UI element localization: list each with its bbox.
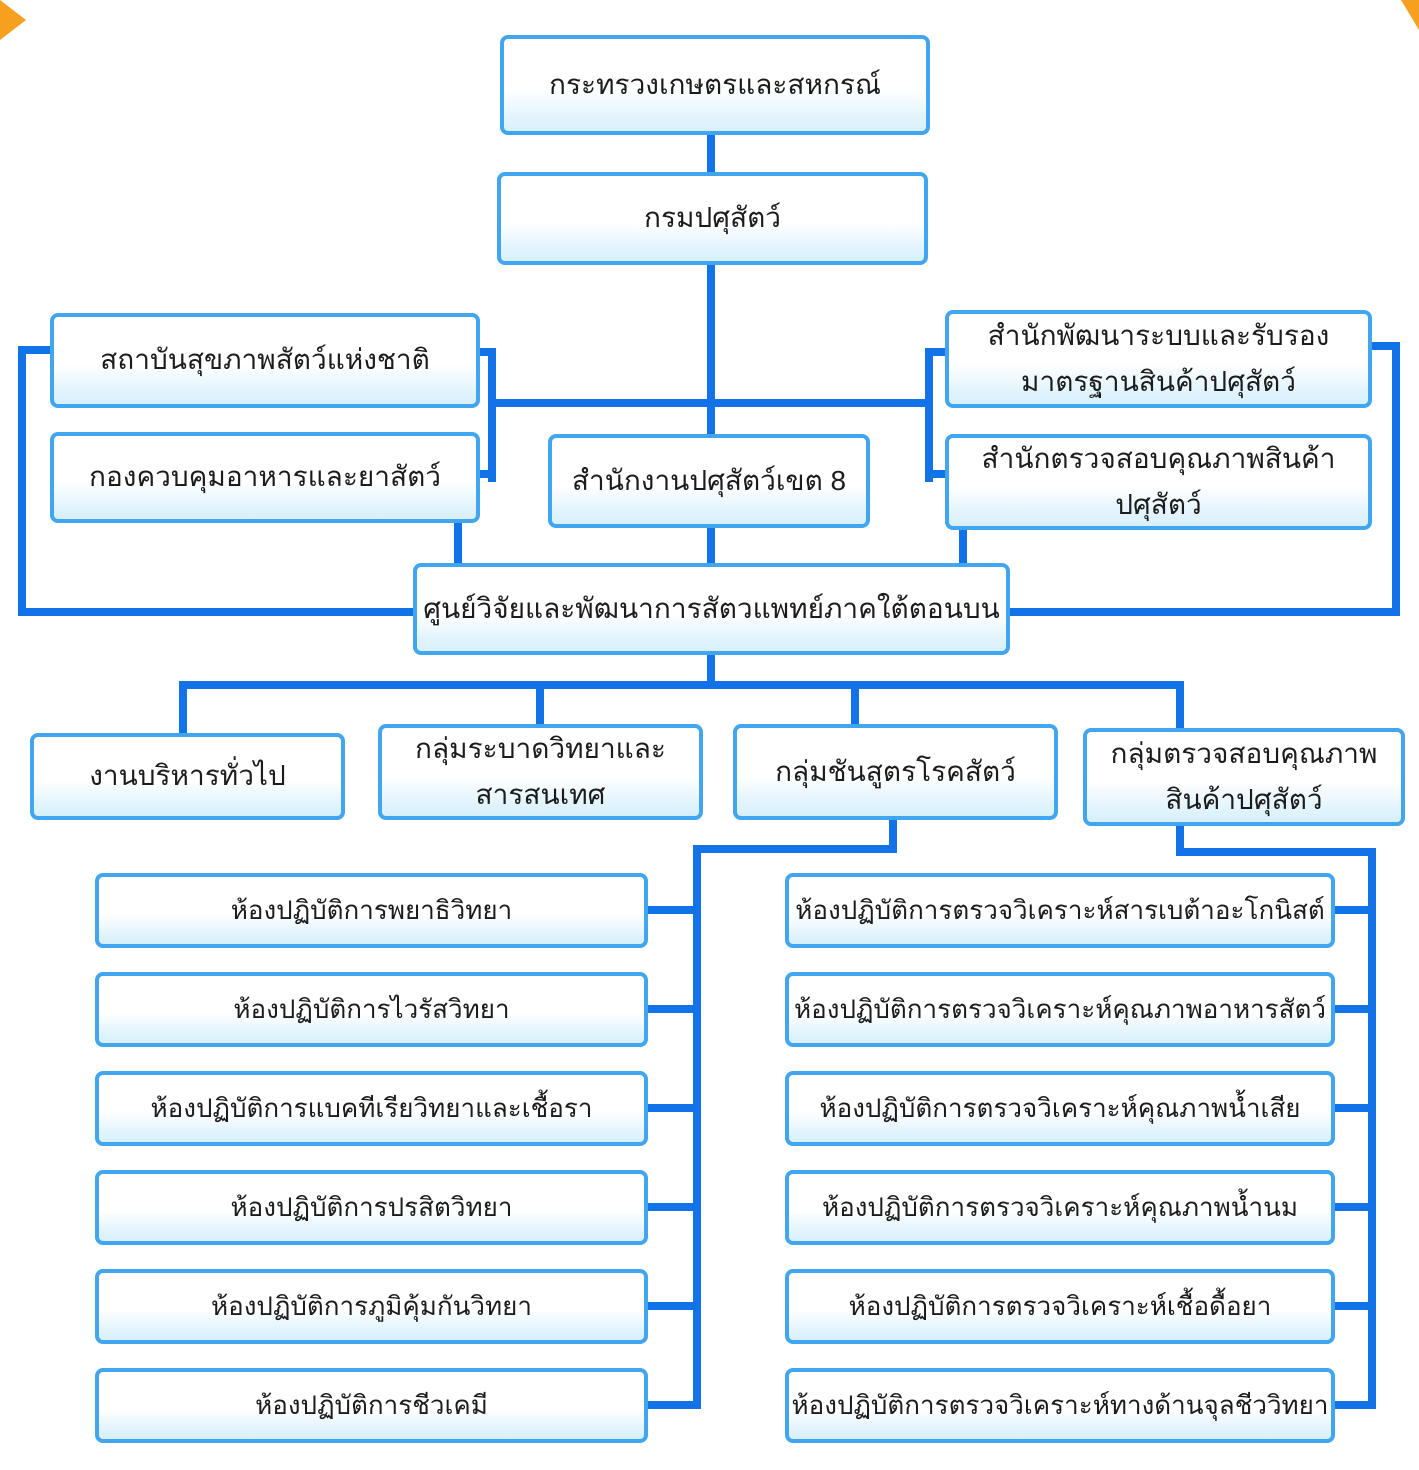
connector-drop-general: [179, 681, 187, 735]
connector-drop-diagnosis: [851, 681, 859, 726]
connector-farright-vertical: [1392, 342, 1400, 616]
node-lab-wastewater-quality: ห้องปฏิบัติการตรวจวิเคราะห์คุณภาพน้ำเสีย: [785, 1071, 1335, 1146]
orange-arrow-left-icon: [0, 0, 26, 40]
node-lab-feed-quality: ห้องปฏิบัติการตรวจวิเคราะห์คุณภาพอาหารสั…: [785, 972, 1335, 1047]
connector-ministry-dld: [707, 135, 715, 172]
node-diagnosis-group: กลุ่มชันสูตรโรคสัตว์: [733, 724, 1058, 820]
connector-rightlab-stub-1: [1333, 906, 1376, 914]
node-research-center: ศูนย์วิจัยและพัฒนาการสัตวแพทย์ภาคใต้ตอนบ…: [413, 563, 1010, 655]
connector-bqcl-center: [959, 528, 967, 565]
node-standards-bureau: สำนักพัฒนาระบบและรับรอง​มาตรฐานสินค้าปศุ…: [945, 310, 1372, 408]
connector-farleft-stub: [22, 346, 52, 354]
node-region8-office: สำนักงานปศุสัตว์เขต 8: [548, 434, 870, 528]
node-lab-drug-resistance: ห้องปฏิบัติการตรวจวิเคราะห์เชื้อดื้อยา: [785, 1269, 1335, 1344]
connector-diagnosis-down: [889, 818, 897, 853]
node-general-admin: งานบริหารทั่วไป: [30, 733, 345, 820]
connector-rightlab-stub-4: [1333, 1203, 1376, 1211]
connector-qc-elbow: [1176, 848, 1376, 856]
node-lab-bacteriology-mycology: ห้องปฏิบัติการแบคทีเรียวิทยาและเชื้อรา: [95, 1071, 648, 1146]
connector-drop-epi: [536, 681, 544, 726]
node-epidemiology-group: กลุ่มระบาดวิทยาและ​สารสนเทศ: [378, 724, 703, 820]
connector-farright-horizontal: [1008, 608, 1400, 616]
connector-qc-down: [1176, 824, 1184, 856]
connector-diagnosis-elbow: [693, 845, 897, 853]
connector-afvc-center: [454, 521, 462, 565]
connector-division-bar: [179, 681, 1184, 689]
connector-right-bracket-stub-bottom: [925, 470, 947, 478]
node-lab-virology: ห้องปฏิบัติการไวรัสวิทยา: [95, 972, 648, 1047]
connector-farleft-horizontal: [18, 608, 415, 616]
node-lab-beta-agonist: ห้องปฏิบัติการตรวจวิเคราะห์สารเบต้าอะโกน…: [785, 873, 1335, 948]
connector-drop-qc: [1176, 681, 1184, 730]
node-quality-inspection-bureau: สำนักตรวจสอบคุณภาพสินค้า​ปศุสัตว์: [945, 434, 1372, 530]
connector-rightlab-stub-2: [1333, 1005, 1376, 1013]
connector-farleft-vertical: [18, 346, 26, 616]
node-lab-microbiology: ห้องปฏิบัติการตรวจวิเคราะห์ทางด้านจุลชีว…: [785, 1368, 1335, 1443]
node-lab-immunology: ห้องปฏิบัติการภูมิคุ้มกันวิทยา: [95, 1269, 648, 1344]
node-ministry: กระทรวงเกษตรและสหกรณ์: [500, 35, 930, 135]
connector-leftlab-stub-1: [646, 906, 701, 914]
node-feed-drug-control: กองควบคุมอาหารและยาสัตว์: [50, 432, 480, 523]
connector-rightlab-stub-3: [1333, 1104, 1376, 1112]
connector-region8-center: [707, 526, 715, 565]
connector-leftlab-stub-5: [646, 1302, 701, 1310]
connector-leftlab-stub-3: [646, 1104, 701, 1112]
connector-left-bracket-stub-top: [476, 348, 496, 356]
connector-right-spine: [1368, 848, 1376, 1409]
connector-right-bracket-vertical: [925, 348, 933, 482]
connector-leftlab-stub-2: [646, 1005, 701, 1013]
connector-farright-stub: [1370, 342, 1400, 350]
connector-leftlab-stub-4: [646, 1203, 701, 1211]
node-lab-pathology: ห้องปฏิบัติการพยาธิวิทยา: [95, 873, 648, 948]
connector-center-bar: [707, 655, 715, 689]
connector-right-bracket-stub-top: [925, 348, 947, 356]
connector-left-bracket-stub-bottom: [476, 470, 496, 478]
connector-mid-horizontal: [488, 399, 933, 407]
node-lab-milk-quality: ห้องปฏิบัติการตรวจวิเคราะห์คุณภาพน้ำนม: [785, 1170, 1335, 1245]
node-lab-biochemistry: ห้องปฏิบัติการชีวเคมี: [95, 1368, 648, 1443]
connector-rightlab-stub-6: [1333, 1401, 1376, 1409]
node-dld: กรมปศุสัตว์: [497, 172, 928, 265]
connector-left-spine: [693, 845, 701, 1409]
connector-rightlab-stub-5: [1333, 1302, 1376, 1310]
node-lab-parasitology: ห้องปฏิบัติการปรสิตวิทยา: [95, 1170, 648, 1245]
connector-leftlab-stub-6: [646, 1401, 701, 1409]
connector-left-bracket-vertical: [488, 348, 496, 482]
connector-dld-region8: [707, 265, 715, 434]
node-qc-group: กลุ่มตรวจสอบคุณภาพสินค้า​ปศุสัตว์: [1083, 728, 1405, 826]
orange-arrow-right-icon: [1401, 0, 1419, 30]
node-animal-health-institute: สถาบันสุขภาพสัตว์แห่งชาติ: [50, 313, 480, 408]
